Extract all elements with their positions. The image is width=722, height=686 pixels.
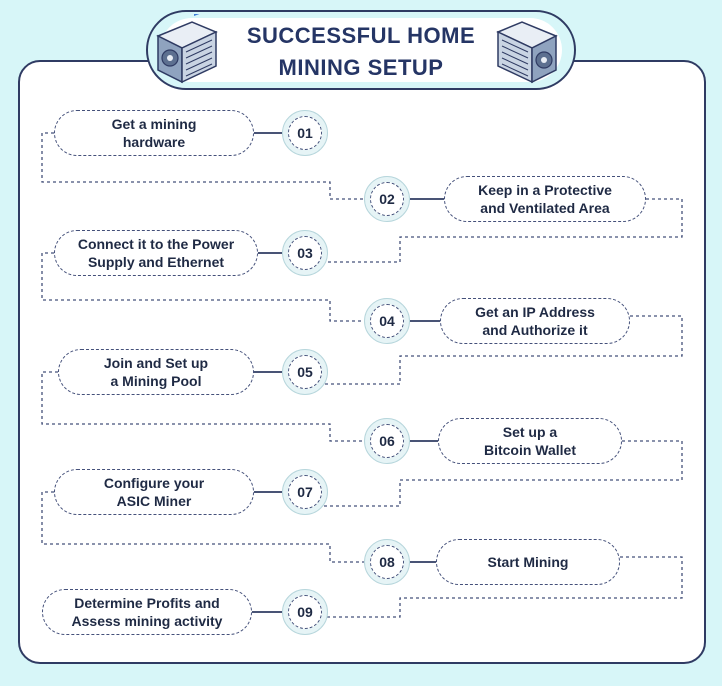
step-08-number: 08 [364,539,410,585]
title-line-2: MINING SETUP [278,55,444,80]
step-07-number: 07 [282,469,328,515]
step-04-box: Get an IP Address and Authorize it [440,298,630,344]
title-line-1: SUCCESSFUL HOME [246,23,476,48]
step-09-number: 09 [282,589,328,635]
step-02-number: 02 [364,176,410,222]
step-03-line-2: Supply and Ethernet [87,254,225,270]
step-06-box: Set up a Bitcoin Wallet [438,418,622,464]
step-07-line-2: ASIC Miner [116,493,192,509]
step-08-box: Start Mining [436,539,620,585]
step-02-line-1: Keep in a Protective [478,182,612,198]
step-01-number: 01 [282,110,328,156]
step-06-line-2: Bitcoin Wallet [483,442,577,458]
asic-miner-icon-right [496,21,558,84]
step-06-number: 06 [364,418,410,464]
asic-miner-icon-left [156,14,218,84]
step-05-number: 05 [282,349,328,395]
step-06-line-1: Set up a [502,424,558,440]
step-09-line-1: Determine Profits and [74,595,220,611]
step-04-line-2: and Authorize it [482,322,588,338]
step-03-number: 03 [282,230,328,276]
step-02-box: Keep in a Protective and Ventilated Area [444,176,646,222]
step-04-number: 04 [364,298,410,344]
step-05-line-1: Join and Set up [103,355,209,371]
step-04-line-1: Get an IP Address [475,304,595,320]
step-01-box: Get a mining hardware [54,110,254,156]
step-09-line-2: Assess mining activity [71,613,223,629]
title-banner-inner [160,18,562,82]
step-01-line-2: hardware [122,134,186,150]
step-08-line-1: Start Mining [487,554,569,570]
step-03-line-1: Connect it to the Power [77,236,235,252]
step-05-line-2: a Mining Pool [110,373,202,389]
step-02-line-2: and Ventilated Area [480,200,610,216]
step-01-line-1: Get a mining [111,116,197,132]
step-05-box: Join and Set up a Mining Pool [58,349,254,395]
page-title: SUCCESSFUL HOME MINING SETUP [200,20,522,84]
step-07-line-1: Configure your [103,475,205,491]
